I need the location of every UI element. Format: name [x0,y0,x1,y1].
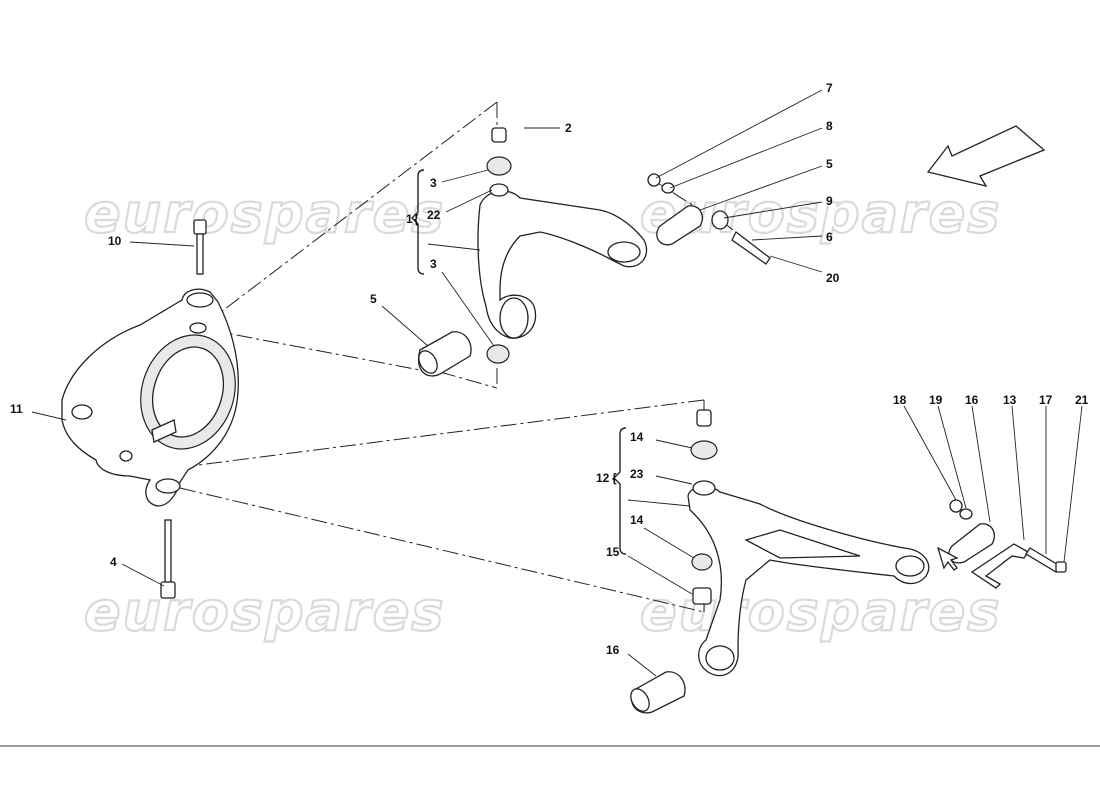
callout-upper-bush-top: 3 [430,176,437,190]
callout-knuckle-bolt-top: 10 [108,234,122,248]
callout-upper-cap: 2 [565,121,572,135]
lower-silentblock-left [630,671,686,714]
watermarks: eurospares eurospares eurospares eurospa… [83,181,1001,644]
callout-knuckle-bolt-bottom: 4 [110,555,117,569]
callout-lower-bracket: 13 [1003,393,1017,407]
direction-arrow [926,125,1046,187]
callout-lower-balljoint: 23 [630,467,644,481]
brace-mark: { [414,212,419,226]
leader-lines [31,89,1083,677]
upper-hardware-right [647,173,771,265]
callout-lower-washer: 19 [929,393,943,407]
callout-upper-silentblock-right: 5 [826,157,833,171]
callout-lower-silentblock-right: 16 [965,393,979,407]
lower-assembly-bracket [613,427,627,555]
callout-upper-nut: 7 [826,81,833,95]
callout-lower-bush-bottom: 14 [630,513,644,527]
callout-upper-balljoint: 22 [427,208,441,222]
callout-upper-washer: 8 [826,119,833,133]
watermark: eurospares [84,182,445,245]
knuckle-bolt-top [193,219,207,275]
brace-mark: { [612,471,617,485]
upper-assembly-bracket [411,169,425,275]
callout-lower-small-nut: 18 [893,393,907,407]
callout-upper-spacer: 9 [826,194,833,208]
knuckle-bolt-bottom [160,519,176,599]
callout-hub-carrier: 11 [10,402,23,416]
upper-arm [477,127,648,364]
upper-silentblock-left [417,331,472,377]
callout-lower-pin: 17 [1039,393,1053,407]
hub-carrier [61,288,239,507]
callout-upper-assembly: 1 [406,212,413,226]
lower-arm [687,409,930,677]
callout-lower-assembly: 12 [596,471,610,485]
callout-lower-nut: 15 [606,545,620,559]
callout-upper-silentblock-left: 5 [370,292,377,306]
callout-upper-pin: 6 [826,230,833,244]
watermark: eurospares [84,580,445,643]
lower-hardware-right [936,499,1067,589]
callout-lower-bush-top: 14 [630,430,644,444]
callout-lower-screw: 21 [1075,393,1089,407]
callout-lower-silentblock-left: 16 [606,643,620,657]
callout-labels: 1 2 3 3 22 10 4 5 11 7 8 5 9 6 20 12 14 … [10,81,1089,657]
callout-upper-screw: 20 [826,271,840,285]
callout-upper-bush-bottom: 3 [430,257,437,271]
